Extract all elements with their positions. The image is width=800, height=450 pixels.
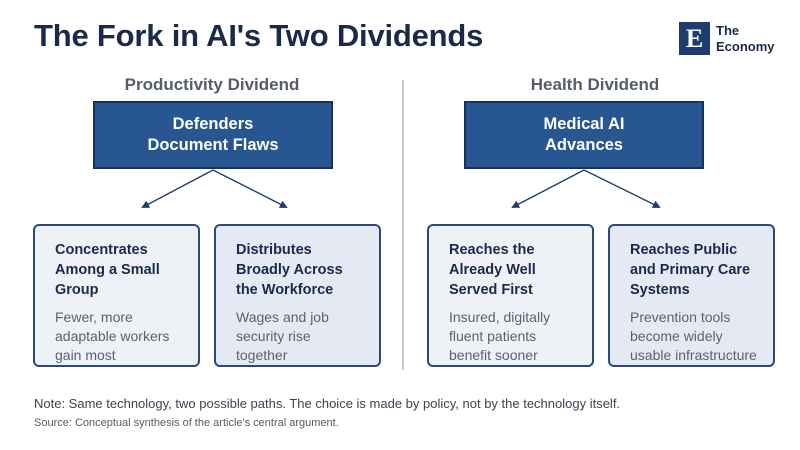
source-line: Source: Conceptual synthesis of the arti… [34, 417, 339, 429]
logo-mark: E [679, 22, 710, 55]
the-economy-logo: E The Economy [679, 22, 789, 58]
top-box-medical-ai: Medical AI Advances [464, 101, 704, 169]
section-label-productivity: Productivity Dividend [124, 75, 300, 94]
logo-line-2: Economy [716, 39, 775, 54]
top-box-defenders: Defenders Document Flaws [93, 101, 333, 169]
footnote: Note: Same technology, two possible path… [34, 396, 621, 411]
logo-wordmark: The Economy [716, 23, 796, 55]
arrow-left-2 [212, 169, 288, 208]
center-divider [402, 80, 404, 370]
top-box-line-1: Defenders [172, 115, 254, 133]
arrow-right-2 [583, 169, 661, 208]
section-label-health: Health Dividend [530, 75, 660, 94]
logo-line-1: The [716, 23, 740, 38]
top-box-line-2: Advances [545, 136, 623, 154]
page-title: The Fork in AI's Two Dividends [34, 18, 484, 53]
arrow-left-1 [141, 169, 214, 208]
top-box-line-1: Medical AI [543, 115, 625, 133]
arrow-right-1 [511, 169, 585, 208]
top-box-line-2: Document Flaws [147, 136, 279, 154]
